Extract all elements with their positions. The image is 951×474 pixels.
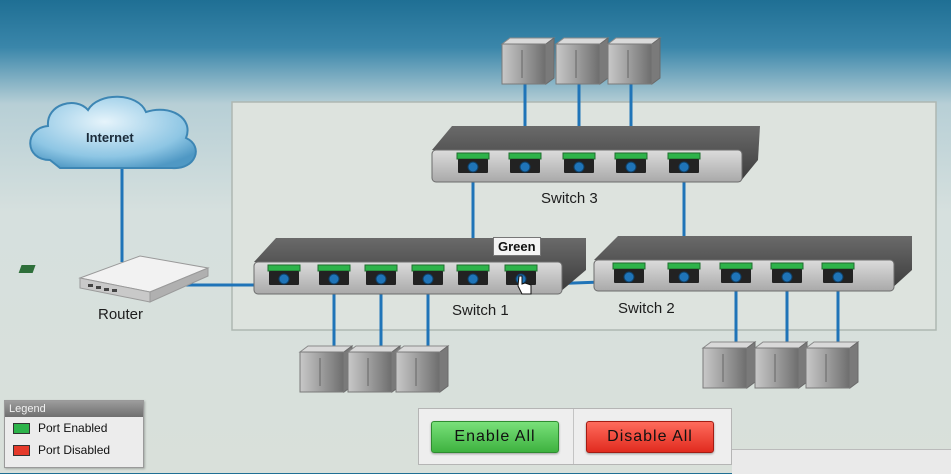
server-icon (701, 341, 757, 389)
port-status-tooltip: Green (493, 237, 541, 256)
server-icon (346, 345, 402, 393)
switch-1-port-2[interactable] (317, 264, 351, 285)
router-label: Router (98, 306, 144, 323)
switch-2-port-2[interactable] (667, 262, 701, 283)
switch-3-port-2[interactable] (508, 152, 542, 173)
router-icon (18, 255, 210, 303)
bottom-panel (732, 449, 951, 474)
switch-1-port-4[interactable] (411, 264, 445, 285)
switch-1-port-1[interactable] (267, 264, 301, 285)
legend-item-enabled: Port Enabled (5, 417, 143, 439)
switch-3-port-3[interactable] (562, 152, 596, 173)
switch-2-label: Switch 2 (618, 300, 675, 317)
server-icon (554, 37, 610, 85)
switch-3-port-5[interactable] (667, 152, 701, 173)
enabled-swatch (13, 422, 30, 434)
legend-title: Legend (5, 401, 143, 417)
port-control-panel: Enable All Disable All (418, 408, 732, 465)
switch-ports (267, 152, 855, 285)
legend-panel: Legend Port Enabled Port Disabled (4, 400, 144, 468)
legend-item-disabled: Port Disabled (5, 439, 143, 461)
disabled-swatch (13, 444, 30, 456)
server-icon (298, 345, 354, 393)
server-icon (753, 341, 809, 389)
server-icon (804, 341, 860, 389)
server-icon (606, 37, 662, 85)
disable-all-button[interactable]: Disable All (586, 421, 714, 453)
switch-2-port-5[interactable] (821, 262, 855, 283)
switch-2-port-4[interactable] (770, 262, 804, 283)
switch-1-port-3[interactable] (364, 264, 398, 285)
cursor-hand-icon (517, 275, 532, 295)
server-icon (500, 37, 556, 85)
server-icon (394, 345, 450, 393)
internet-label: Internet (86, 130, 134, 145)
switch-3-port-4[interactable] (614, 152, 648, 173)
legend-item-label: Port Enabled (38, 421, 108, 435)
internet-cloud-icon (29, 95, 197, 170)
switch-3-port-1[interactable] (456, 152, 490, 173)
switch-2-port-1[interactable] (612, 262, 646, 283)
enable-all-button[interactable]: Enable All (431, 421, 559, 453)
switch-3-label: Switch 3 (541, 190, 598, 207)
switch-2-port-3[interactable] (719, 262, 753, 283)
divider (573, 409, 574, 464)
legend-item-label: Port Disabled (38, 443, 111, 457)
servers (298, 37, 860, 393)
switch-1-port-5[interactable] (456, 264, 490, 285)
switch-1-label: Switch 1 (452, 302, 509, 319)
